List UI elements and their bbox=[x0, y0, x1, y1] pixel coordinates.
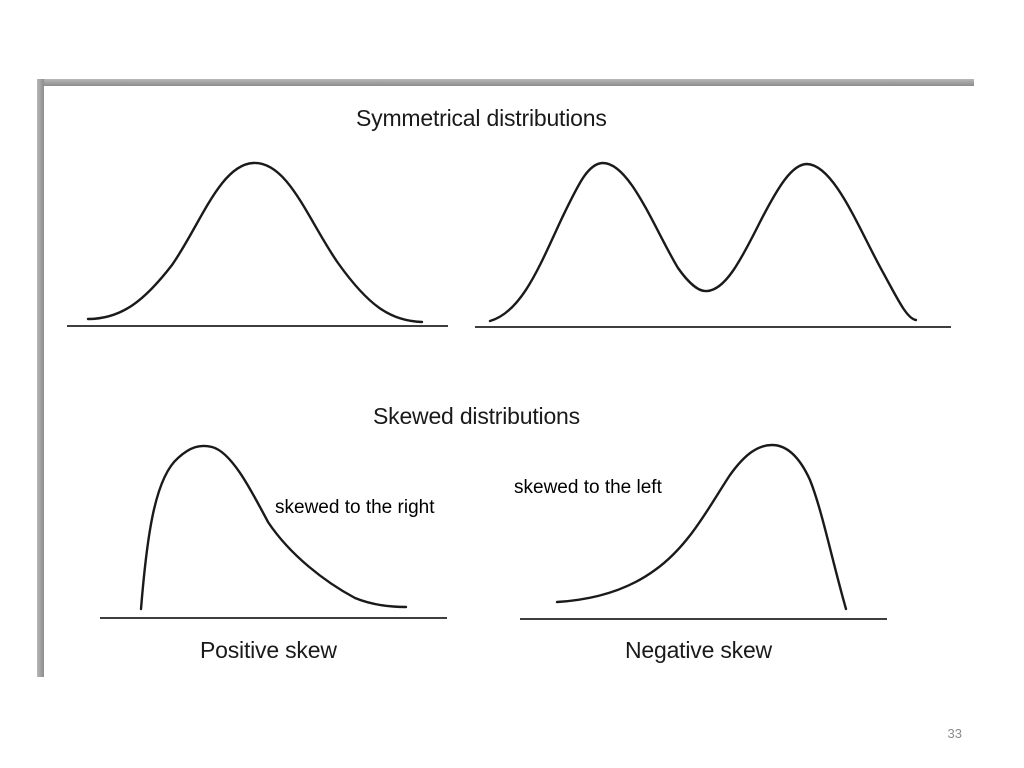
positive-skew-diagram bbox=[100, 444, 447, 619]
symmetric-unimodal-diagram bbox=[67, 161, 448, 327]
skewed-left-annotation: skewed to the left bbox=[514, 477, 662, 498]
negative-skew-caption: Negative skew bbox=[625, 637, 772, 663]
skewed-heading: Skewed distributions bbox=[373, 403, 580, 429]
symmetric-bimodal-diagram bbox=[475, 161, 951, 328]
skewed-right-annotation: skewed to the right bbox=[275, 497, 435, 518]
bimodal-curve bbox=[488, 161, 918, 323]
right-skewed-curve bbox=[139, 444, 408, 611]
symmetric-heading: Symmetrical distributions bbox=[356, 105, 607, 131]
negative-skew-diagram bbox=[520, 443, 887, 620]
frame-left-bar bbox=[37, 79, 44, 677]
positive-skew-caption: Positive skew bbox=[200, 637, 337, 663]
frame-top-bar bbox=[37, 79, 974, 86]
page-number: 33 bbox=[947, 726, 962, 741]
left-skewed-curve bbox=[555, 443, 848, 611]
bell-curve bbox=[86, 161, 424, 324]
